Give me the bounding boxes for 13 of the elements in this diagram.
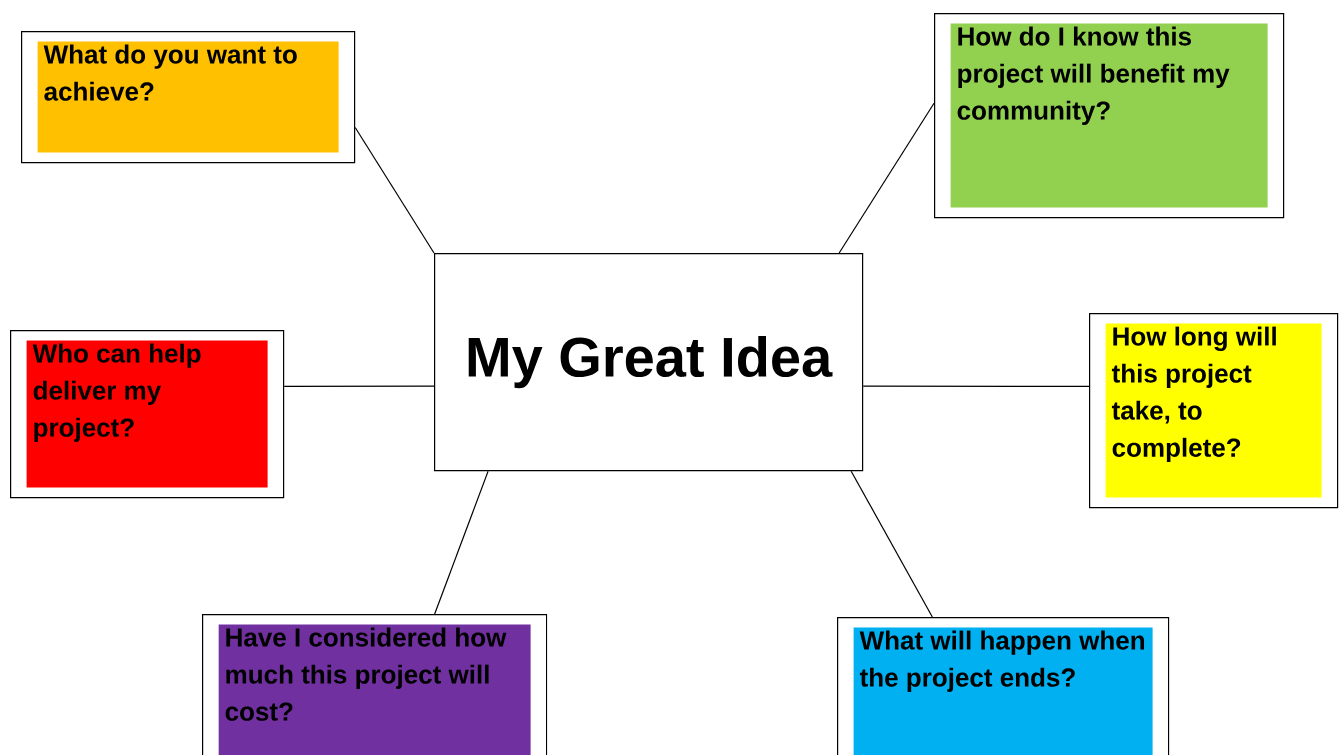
question-box: What do you want to achieve? xyxy=(21,31,356,164)
question-box: How do I know this project will benefit my community? xyxy=(934,13,1285,219)
connector-line xyxy=(283,385,435,387)
question-box: Have I considered how much this project will cost? xyxy=(202,614,548,755)
idea-box: My Great Idea xyxy=(434,253,864,472)
question-box: What will happen when the project ends? xyxy=(837,617,1170,755)
connector-line xyxy=(434,470,489,615)
connector-line xyxy=(850,470,933,618)
connector-line xyxy=(862,385,1090,387)
connector-line xyxy=(838,102,935,254)
connector-line xyxy=(354,126,435,254)
question-box: Who can help deliver my project? xyxy=(10,330,285,499)
question-box: How long will this project take, to complete? xyxy=(1089,313,1339,509)
